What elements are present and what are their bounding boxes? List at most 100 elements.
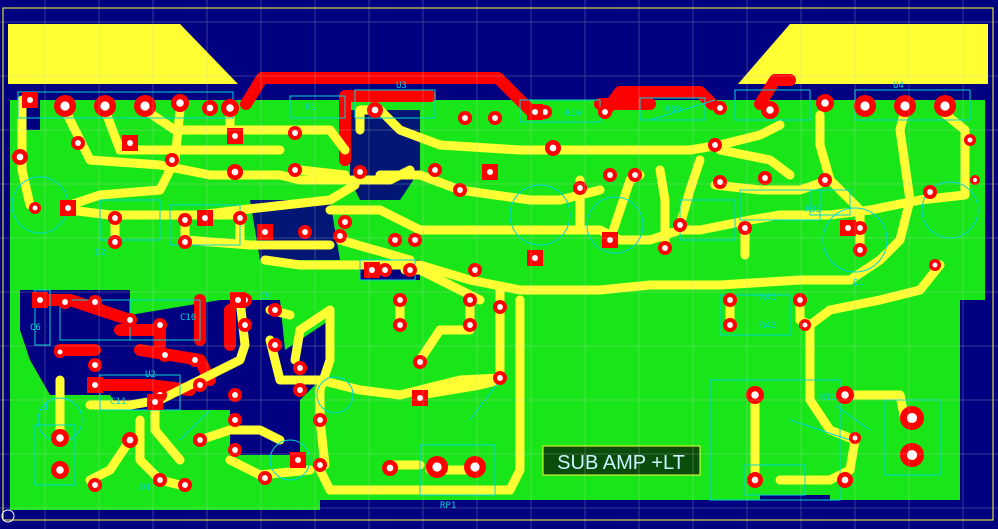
pad-hole — [32, 205, 38, 211]
designator-r33: R33 — [805, 205, 821, 215]
pad-hole — [226, 104, 234, 112]
board-label: SUB AMP +LT — [542, 445, 701, 476]
pad-hole — [497, 375, 503, 381]
pad-hole — [231, 168, 239, 176]
pad-hole — [972, 177, 978, 183]
pad-hole — [407, 267, 413, 273]
pad-hole — [37, 297, 43, 303]
designator-u2: U2 — [145, 370, 156, 380]
pad-hole — [462, 115, 468, 121]
pad-hole — [75, 140, 81, 146]
pad-hole — [292, 167, 298, 173]
pad-hole — [27, 97, 33, 103]
pad-hole — [542, 109, 548, 115]
designator-l1: L1 — [38, 403, 49, 413]
designator-c9: C9 — [260, 292, 271, 302]
pad-hole — [92, 362, 98, 368]
pad-hole — [192, 357, 198, 363]
designator-u4: U4 — [893, 81, 904, 91]
pad-hole — [182, 239, 188, 245]
designator-d1: D1 — [140, 483, 151, 493]
designator-d2: D2 — [95, 248, 106, 258]
pad-hole — [232, 447, 238, 453]
pad-hole — [272, 342, 278, 348]
pad-hole — [906, 412, 918, 424]
designator-c11: C11 — [110, 397, 126, 407]
pad-hole — [432, 462, 442, 472]
pad-hole — [56, 466, 64, 474]
designator-r39: R39 — [665, 105, 681, 115]
pad-hole — [297, 365, 303, 371]
pad-hole — [822, 177, 828, 183]
pad-hole — [232, 133, 238, 139]
designator-c10: C10 — [180, 313, 196, 323]
designator-u3: U3 — [396, 81, 407, 91]
pad-hole — [182, 482, 188, 488]
pad-hole — [237, 215, 243, 221]
pad-hole — [232, 392, 238, 398]
pad-hole — [841, 476, 849, 484]
silkscreen-text: U3 U4 R1 R10 R39 R33 R11 R41 R42 U2 Q1 C… — [30, 81, 904, 511]
pad-hole — [92, 299, 98, 305]
pad-hole — [62, 299, 68, 305]
pad-hole — [369, 267, 375, 273]
origin-marker — [1, 509, 15, 523]
pad-hole — [235, 297, 241, 303]
board-label-background — [542, 445, 701, 476]
pad-hole — [662, 245, 668, 251]
pad-hole — [112, 239, 118, 245]
pad-hole — [472, 267, 478, 273]
pad-hole — [140, 101, 150, 111]
pad-hole — [857, 225, 863, 231]
pad-hole — [382, 267, 388, 273]
pad-hole — [16, 153, 24, 161]
pad-hole — [397, 297, 403, 303]
pad-hole — [197, 382, 203, 388]
pad-hole — [157, 477, 163, 483]
pad-hole — [317, 462, 323, 468]
pad-hole — [342, 219, 348, 225]
designator-r11: R11 — [820, 393, 836, 403]
pad-hole — [392, 237, 398, 243]
pad-hole — [162, 352, 168, 358]
pad-hole — [549, 144, 557, 152]
pad-hole — [262, 229, 268, 235]
pad-hole — [386, 464, 394, 472]
pad-hole — [607, 237, 613, 243]
pad-hole — [197, 437, 203, 443]
pad-hole — [717, 179, 723, 185]
pad-hole — [56, 434, 64, 442]
pad-hole — [127, 140, 133, 146]
pad-hole — [497, 304, 503, 310]
pad-hole — [100, 101, 110, 111]
pad-hole — [932, 262, 938, 268]
pad-hole — [712, 142, 718, 148]
pad-hole — [467, 297, 473, 303]
pad-hole — [492, 115, 498, 121]
pad-hole — [717, 105, 723, 111]
pad-hole — [797, 297, 803, 303]
designator-c6: C6 — [30, 323, 41, 333]
pad-hole — [65, 205, 71, 211]
pad-hole — [577, 185, 583, 191]
pad-hole — [532, 255, 538, 261]
pad-hole — [900, 101, 910, 111]
pad-hole — [857, 247, 863, 253]
pad-hole — [927, 189, 933, 195]
pad-hole — [845, 225, 851, 231]
pad-hole — [802, 322, 808, 328]
pad-hole — [176, 99, 184, 107]
pad-hole — [272, 307, 278, 313]
pad-hole — [112, 215, 118, 221]
pad-hole — [967, 137, 973, 143]
pad-hole — [457, 187, 463, 193]
board-edge — [2, 7, 994, 521]
pad-hole — [417, 395, 423, 401]
board-label-text: SUB AMP +LT — [557, 452, 685, 474]
designator-r1: R1 — [305, 103, 316, 113]
pad-hole — [412, 237, 418, 243]
pad-hole — [432, 167, 438, 173]
